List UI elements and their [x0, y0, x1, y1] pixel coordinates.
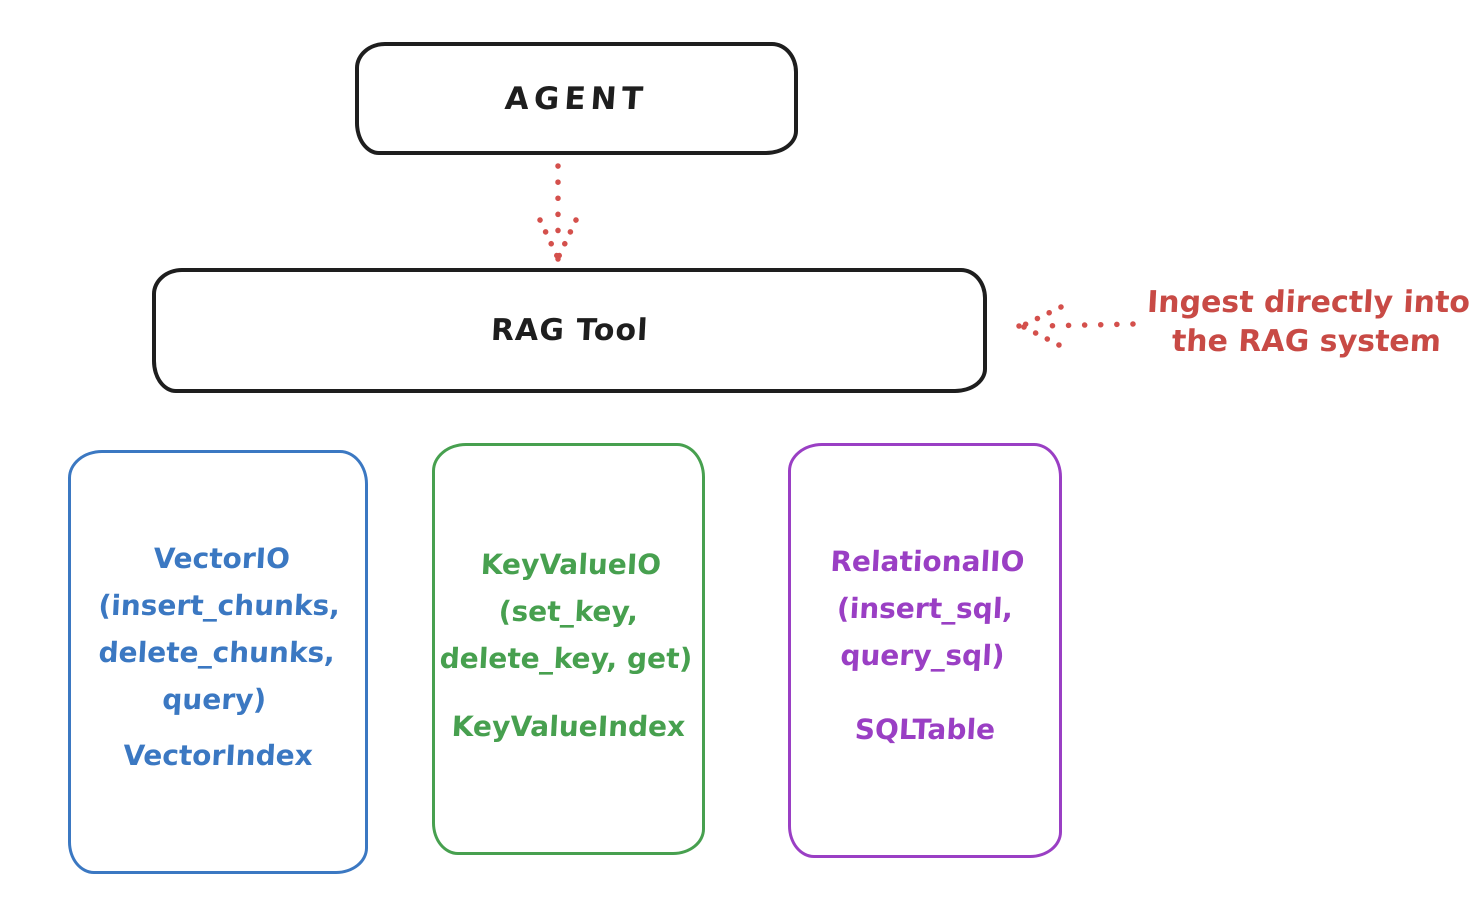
rag-tool-node-label: RAG Tool [489, 313, 650, 348]
key-value-io-node-body: KeyValueIO (set_key, delete_key, get) [438, 548, 694, 675]
sql-table-label: SQLTable [854, 713, 996, 746]
vector-io-node: VectorIO (insert_chunks, delete_chunks, … [68, 450, 368, 874]
rag-tool-node: RAG Tool [152, 268, 987, 393]
relational-io-node: RelationalIO (insert_sql, query_sql) SQL… [788, 443, 1062, 858]
annotation-to-ragtool-arrow [1016, 304, 1136, 348]
ingest-annotation: Ingest directly into the RAG system [1146, 285, 1471, 359]
key-value-index-label: KeyValueIndex [450, 710, 687, 743]
relational-io-node-body: RelationalIO (insert_sql, query_sql) [829, 545, 1026, 672]
vector-index-label: VectorIndex [122, 739, 314, 772]
agent-to-ragtool-arrow [537, 163, 579, 262]
key-value-io-node: KeyValueIO (set_key, delete_key, get) Ke… [432, 443, 705, 855]
agent-node-label: AGENT [503, 80, 650, 117]
vector-io-node-body: VectorIO (insert_chunks, delete_chunks, … [97, 542, 341, 716]
agent-node: AGENT [355, 42, 798, 155]
